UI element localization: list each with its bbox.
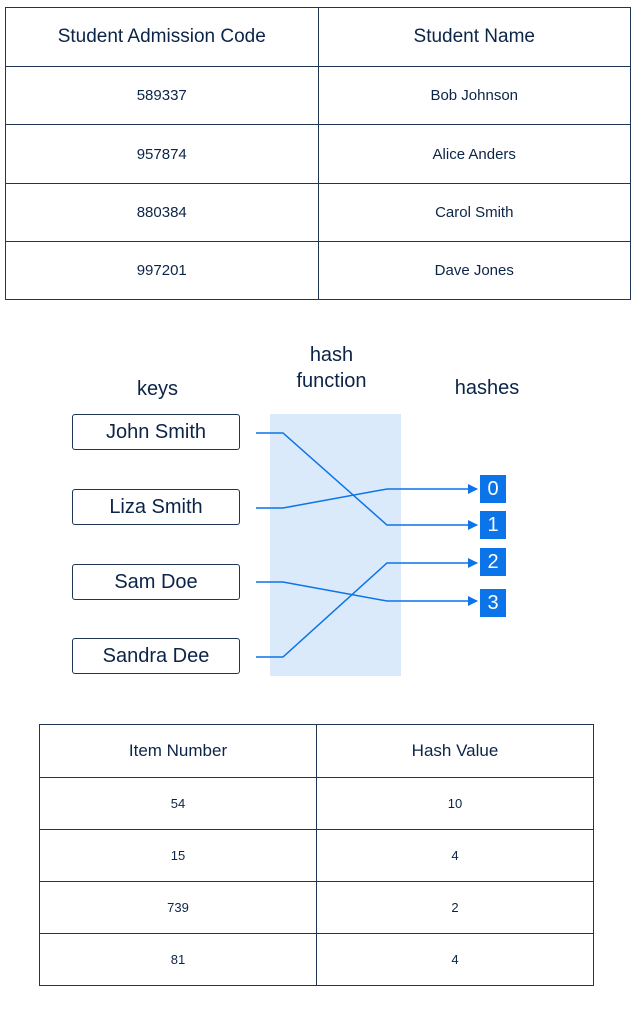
hash-box: 0 <box>480 475 506 503</box>
mapping-arrow <box>256 484 478 509</box>
student-name-cell: Alice Anders <box>317 124 631 184</box>
table-header-row: Item Number Hash Value <box>39 724 594 778</box>
table-row: 15 4 <box>39 829 594 882</box>
table-row: 81 4 <box>39 933 594 986</box>
mapping-arrow <box>256 432 478 530</box>
item-number-cell: 739 <box>39 881 317 934</box>
table-row: 957874 Alice Anders <box>5 124 631 184</box>
keys-label: keys <box>136 378 179 400</box>
column-header: Item Number <box>39 724 317 778</box>
hash-value-cell: 10 <box>316 777 594 830</box>
student-name-cell: Carol Smith <box>317 183 631 242</box>
student-table: Student Admission Code Student Name 5893… <box>5 7 631 300</box>
hash-value-cell: 4 <box>316 829 594 882</box>
table-row: 880384 Carol Smith <box>5 183 631 242</box>
hash-value-cell: 4 <box>316 933 594 986</box>
key-box: Sam Doe <box>72 564 240 600</box>
table-row: 997201 Dave Jones <box>5 241 631 300</box>
table-row: 54 10 <box>39 777 594 830</box>
key-box: Liza Smith <box>72 489 240 525</box>
key-box: Sandra Dee <box>72 638 240 674</box>
item-number-cell: 15 <box>39 829 317 882</box>
mapping-arrow <box>256 581 478 606</box>
hash-function-label-line1: hash <box>309 344 354 366</box>
hash-box: 2 <box>480 548 506 576</box>
column-header: Student Name <box>317 7 631 67</box>
admission-code-cell: 957874 <box>5 124 319 184</box>
hashes-label: hashes <box>454 377 520 399</box>
table-row: 589337 Bob Johnson <box>5 66 631 125</box>
hash-value-cell: 2 <box>316 881 594 934</box>
hash-box: 3 <box>480 589 506 617</box>
hash-box: 1 <box>480 511 506 539</box>
key-box: John Smith <box>72 414 240 450</box>
student-name-cell: Dave Jones <box>317 241 631 300</box>
table-row: 739 2 <box>39 881 594 934</box>
column-header: Hash Value <box>316 724 594 778</box>
column-header: Student Admission Code <box>5 7 319 67</box>
hash-function-band <box>270 414 401 676</box>
admission-code-cell: 880384 <box>5 183 319 242</box>
student-name-cell: Bob Johnson <box>317 66 631 125</box>
item-hash-table: Item Number Hash Value 54 10 15 4 739 2 … <box>39 724 594 986</box>
admission-code-cell: 997201 <box>5 241 319 300</box>
table-header-row: Student Admission Code Student Name <box>5 7 631 67</box>
item-number-cell: 54 <box>39 777 317 830</box>
mapping-arrow <box>256 558 478 658</box>
item-number-cell: 81 <box>39 933 317 986</box>
hash-function-label-line2: function <box>296 370 367 392</box>
